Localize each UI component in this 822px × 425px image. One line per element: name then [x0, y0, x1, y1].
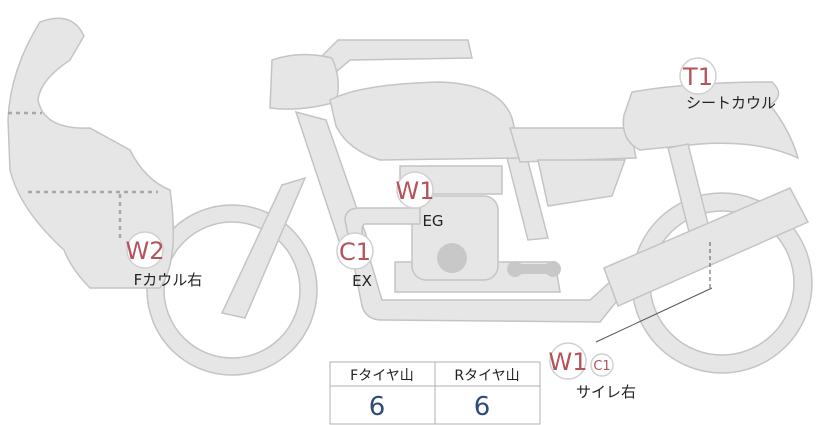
marker-t1-code: T1 [682, 63, 713, 91]
tire-table-header-rear: Rタイヤ山 [454, 368, 519, 384]
seat-cowl [622, 81, 800, 160]
marker-w1c1-label: サイレ右 [576, 383, 636, 401]
tire-table-value-front: 6 [369, 392, 386, 422]
headlight [269, 53, 339, 110]
handlebar [320, 39, 473, 74]
marker-w1c1-code: W1 [549, 348, 588, 376]
tire-table-header-front: Fタイヤ山 [350, 368, 414, 384]
marker-c1-ex: C1 EX [336, 232, 374, 290]
tire-table-value-rear: 6 [474, 392, 491, 422]
marker-w2-code: W2 [126, 237, 165, 265]
tire-table: Fタイヤ山 Rタイヤ山 6 6 [329, 361, 541, 425]
chain-adjuster [507, 261, 561, 277]
leader-line [595, 242, 713, 343]
marker-c1-ex-code: C1 [339, 238, 371, 266]
marker-w1c1-subcode: C1 [593, 359, 610, 374]
muffler [603, 187, 810, 308]
fuel-tank [329, 81, 523, 161]
exhaust-pipe [344, 207, 626, 323]
front-cowl [7, 17, 175, 289]
marker-w1c1: W1 C1 サイレ右 [549, 342, 636, 401]
marker-t1-label: シートカウル [686, 94, 776, 112]
side-cover [537, 159, 627, 207]
marker-w2: W2 Fカウル右 [126, 231, 203, 289]
marker-t1: T1 シートカウル [679, 57, 776, 112]
marker-w2-label: Fカウル右 [134, 271, 203, 289]
marker-c1-ex-label: EX [352, 272, 372, 290]
marker-w1-eg-code: W1 [396, 177, 435, 205]
front-fork [220, 176, 307, 319]
cowl-panel-lines [8, 111, 158, 242]
seat [508, 127, 637, 163]
marker-w1-eg: W1 EG [396, 171, 444, 230]
marker-w1-eg-label: EG [422, 212, 443, 230]
